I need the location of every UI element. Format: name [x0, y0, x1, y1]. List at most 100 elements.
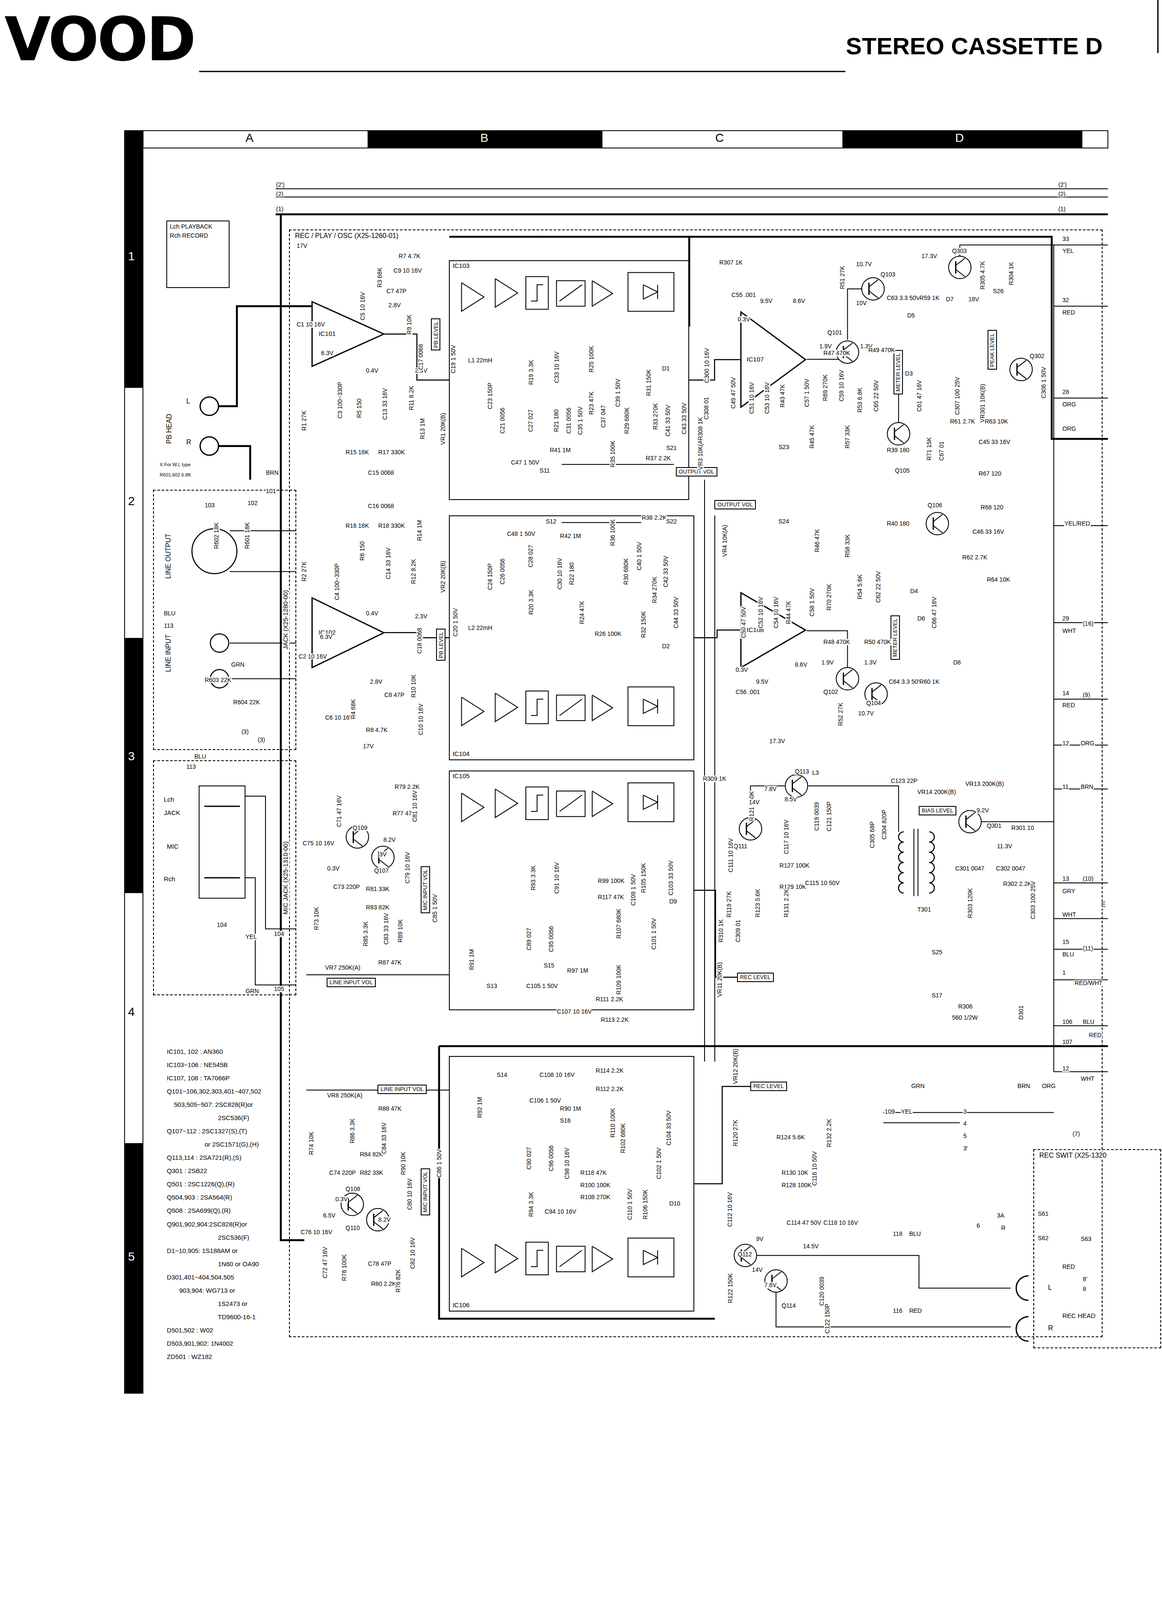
component-label: 28: [1061, 389, 1070, 396]
component-label: Q110: [345, 1225, 360, 1232]
component-label: C301 0047: [954, 865, 986, 873]
control-tag: PB LEVEL: [436, 628, 446, 661]
transistor-symbol: [965, 812, 975, 820]
transistor-symbol: [1016, 363, 1018, 376]
parts-list-line: D503,901,902: 1N4002: [166, 1340, 234, 1348]
component-label: L: [185, 398, 191, 406]
component-label: 0.3V: [326, 865, 340, 873]
component-label: R63 10K: [984, 418, 1009, 425]
component-label: VR14 200K(B): [917, 789, 957, 796]
component-label: R74 10K: [308, 1131, 315, 1156]
component-label: C33 10 16V: [553, 351, 560, 384]
wire: [1053, 698, 1109, 700]
component-label: R24 47K: [578, 600, 586, 625]
component-label: R32 150K: [639, 610, 647, 639]
component-label: 8.6V: [794, 661, 808, 669]
thick-wire: [280, 214, 305, 1241]
control-tag: LINE INPUT VOL: [326, 978, 376, 988]
component-label: C76 10 16V: [300, 1229, 333, 1236]
component-label: R7 4.7K: [398, 253, 421, 260]
grid-marker: B: [480, 131, 490, 145]
component-label: C123 22P: [890, 778, 918, 785]
schmitt-block: [530, 699, 544, 716]
component-label: R36 100K: [609, 519, 617, 547]
component-label: C65 22 50V: [872, 380, 880, 413]
node-text: IC105: [452, 772, 470, 781]
component-label: 17.3V: [768, 738, 786, 745]
component-label: R112 2.2K: [595, 1086, 624, 1093]
component-label: R2 27K: [300, 561, 308, 583]
transformer-coil: [929, 832, 935, 894]
component-label: R3 68K: [376, 267, 384, 289]
component-label: 17.3V: [920, 253, 938, 260]
transistor-symbol: [894, 424, 904, 433]
component-label: D1: [661, 365, 671, 372]
component-label: R19 3.3K: [527, 359, 535, 386]
component-label: S13: [486, 983, 498, 990]
component-label: R48 470K: [822, 639, 851, 646]
schmitt-block: [530, 284, 544, 301]
component-label: R107 680K: [615, 908, 623, 940]
node-text: IC107: [746, 356, 764, 364]
component-label: 8: [1082, 1286, 1087, 1293]
mic-jack: [204, 877, 241, 879]
component-label: C9 10 16V: [393, 267, 423, 275]
frame-band: [124, 1143, 143, 1394]
diode-symbol: [657, 1250, 658, 1266]
component-label: R12 8.2K: [410, 558, 417, 585]
component-label: 2.8V: [369, 678, 384, 686]
component-label: S26: [992, 288, 1005, 295]
component-label: 2.8V: [388, 302, 402, 309]
component-label: C98 10 16V: [563, 1147, 570, 1181]
component-label: R20 3.3K: [527, 589, 535, 616]
parts-list-line: D501,502 : W02: [166, 1327, 214, 1335]
component-label: R60 1K: [919, 678, 941, 686]
component-label: C110 1 50V: [626, 1188, 634, 1221]
component-label: C302 0047: [995, 865, 1027, 873]
component-label: C4 100~330P: [333, 563, 341, 601]
component-label: R127 100K: [778, 862, 810, 870]
frame-band: [142, 130, 1108, 149]
component-label: R6 150: [359, 541, 366, 562]
component-label: C24 150P: [486, 563, 494, 591]
gain-block: [559, 1250, 583, 1268]
gain-block: [556, 280, 586, 307]
control-tag: PB LEVEL: [430, 318, 441, 351]
control-tag: REC LEVEL: [750, 1082, 788, 1092]
component-label: R76 82K: [395, 1269, 402, 1294]
component-label: C86 1 50V: [436, 1149, 443, 1179]
wire: [704, 480, 705, 1062]
component-label: R124 5.6K: [775, 1134, 806, 1142]
component-label: 8.6V: [792, 297, 806, 305]
component-label: C10 10 16V: [417, 703, 425, 737]
component-label: C61 47 16V: [915, 380, 923, 413]
component-label: 0.4V: [365, 610, 379, 617]
component-label: C15 0068: [367, 469, 395, 477]
ic-block: IC106: [448, 1056, 694, 1312]
component-label: BLU: [1061, 951, 1075, 959]
note-box: Lch PLAYBACKRch RECORD: [166, 220, 230, 289]
component-label: R121 150K: [748, 791, 756, 823]
component-label: YEL: [900, 1108, 913, 1116]
thick-wire: [439, 1046, 715, 1320]
transistor-symbol: [371, 846, 395, 870]
component-label: D7: [945, 296, 955, 303]
component-label: R81 33K: [365, 886, 390, 893]
component-label: R306: [957, 1003, 973, 1011]
component-label: 5: [962, 1133, 968, 1140]
component-label: C56 .001: [735, 689, 761, 696]
component-label: C90 027: [525, 1147, 533, 1171]
amplifier-symbol: [461, 697, 485, 726]
component-label: C309 01: [734, 919, 742, 944]
component-label: R16 18K: [345, 522, 369, 530]
component-label: C58 1 50V: [808, 587, 816, 617]
component-label: R54 5.6K: [856, 574, 864, 600]
transistor-symbol: [353, 839, 363, 847]
transistor-symbol: [894, 436, 904, 444]
component-label: R14 1M: [416, 519, 423, 542]
component-label: ORG: [1061, 425, 1077, 433]
component-label: C81 10 16V: [411, 790, 418, 823]
parts-list-line: Q901,902,904:2SC828(R)or: [166, 1221, 248, 1229]
component-label: VR12 20K(B): [732, 1048, 739, 1085]
component-label: C28 027: [527, 544, 535, 569]
